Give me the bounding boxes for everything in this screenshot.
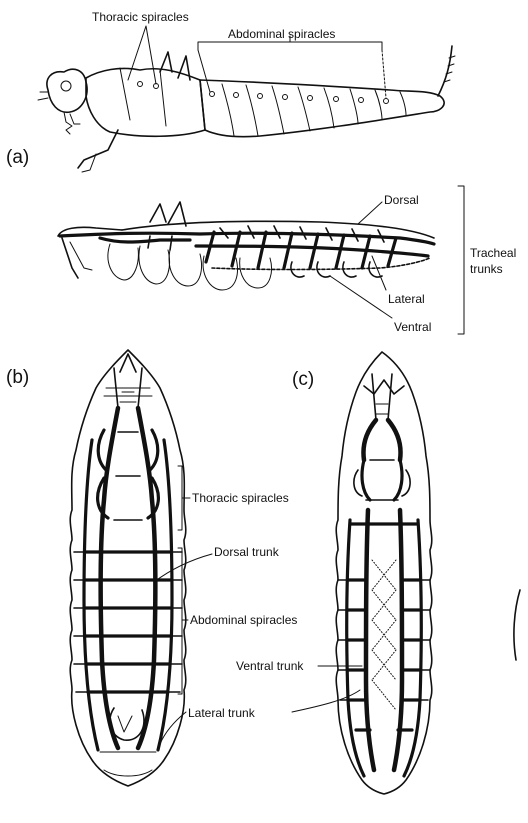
dorsal-view-diagram [70,350,212,786]
top-thoracic-spiracles-label: Thoracic spiracles [92,10,189,24]
ventral-label: Ventral [394,320,431,334]
ventral-view-diagram [292,352,520,794]
panel-label-b: (b) [6,368,29,388]
top-abdominal-spiracles-label: Abdominal spiracles [228,27,335,41]
lateral-label: Lateral [388,292,425,306]
tracheal-trunks-label-line2: trunks [470,262,503,276]
panel-label-c: (c) [292,370,314,390]
panel-label-a: (a) [6,148,29,168]
dorsal-label: Dorsal [384,193,419,207]
insect-lateral-view [38,26,455,172]
ventral-trunk-label: Ventral trunk [236,659,303,673]
b-abdominal-spiracles-label: Abdominal spiracles [190,613,297,627]
dorsal-trunk-label: Dorsal trunk [214,545,279,559]
tracheal-trunks-lateral-view [58,186,464,334]
tracheal-trunks-label-line1: Tracheal [470,246,516,260]
b-thoracic-spiracles-label: Thoracic spiracles [192,491,289,505]
lateral-trunk-label: Lateral trunk [188,706,255,720]
